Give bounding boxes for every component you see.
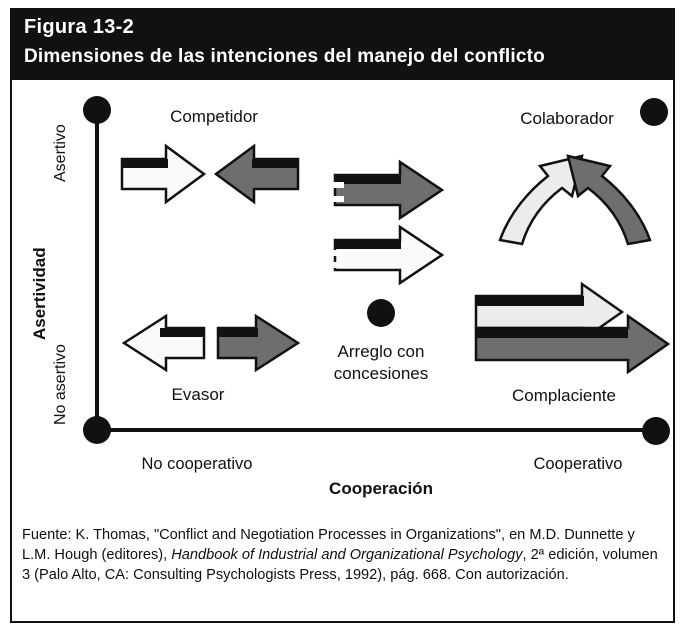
source-note: Fuente: K. Thomas, "Conflict and Negotia… xyxy=(22,525,662,585)
x-axis-title: Cooperación xyxy=(329,479,433,498)
label-arreglo-line1: Arreglo con xyxy=(337,342,425,361)
label-arreglo-line2: concesiones xyxy=(333,364,429,383)
dot-bottom-right xyxy=(642,417,670,445)
complaciente-arrows-icon xyxy=(474,281,671,375)
x-axis-high-label: Cooperativo xyxy=(533,455,623,473)
label-colaborador: Colaborador xyxy=(520,109,614,128)
figure-header: Figura 13-2 Dimensiones de las intencion… xyxy=(12,10,673,80)
y-axis-low-label: No asertivo xyxy=(52,344,69,425)
figure-number: Figura 13-2 xyxy=(24,16,134,38)
label-competidor: Competidor xyxy=(170,107,258,126)
y-axis-high-label: Asertivo xyxy=(52,124,69,182)
y-axis-title: Asertividad xyxy=(30,247,49,340)
dot-bottom-left xyxy=(83,416,111,444)
dot-top-right xyxy=(640,98,668,126)
competidor-arrows-icon xyxy=(120,143,300,205)
colaborador-arrows-icon xyxy=(498,154,652,246)
dot-center xyxy=(367,299,395,327)
label-complaciente: Complaciente xyxy=(512,386,616,405)
evasor-arrows-icon xyxy=(121,313,301,373)
arreglo-arrows-icon xyxy=(332,159,445,286)
source-text-part2: , 2ª edición, volumen 3 (Palo Alto, CA: … xyxy=(22,547,658,583)
figure-title: Dimensiones de las intenciones del manej… xyxy=(24,46,545,67)
source-book-title: Handbook of Industrial and Organizationa… xyxy=(171,547,523,563)
x-axis-low-label: No cooperativo xyxy=(141,455,253,473)
dot-top-left xyxy=(83,96,111,124)
label-evasor: Evasor xyxy=(171,385,225,404)
source-text-part1: Fuente: K. Thomas, "Conflict and Negotia… xyxy=(22,527,635,563)
